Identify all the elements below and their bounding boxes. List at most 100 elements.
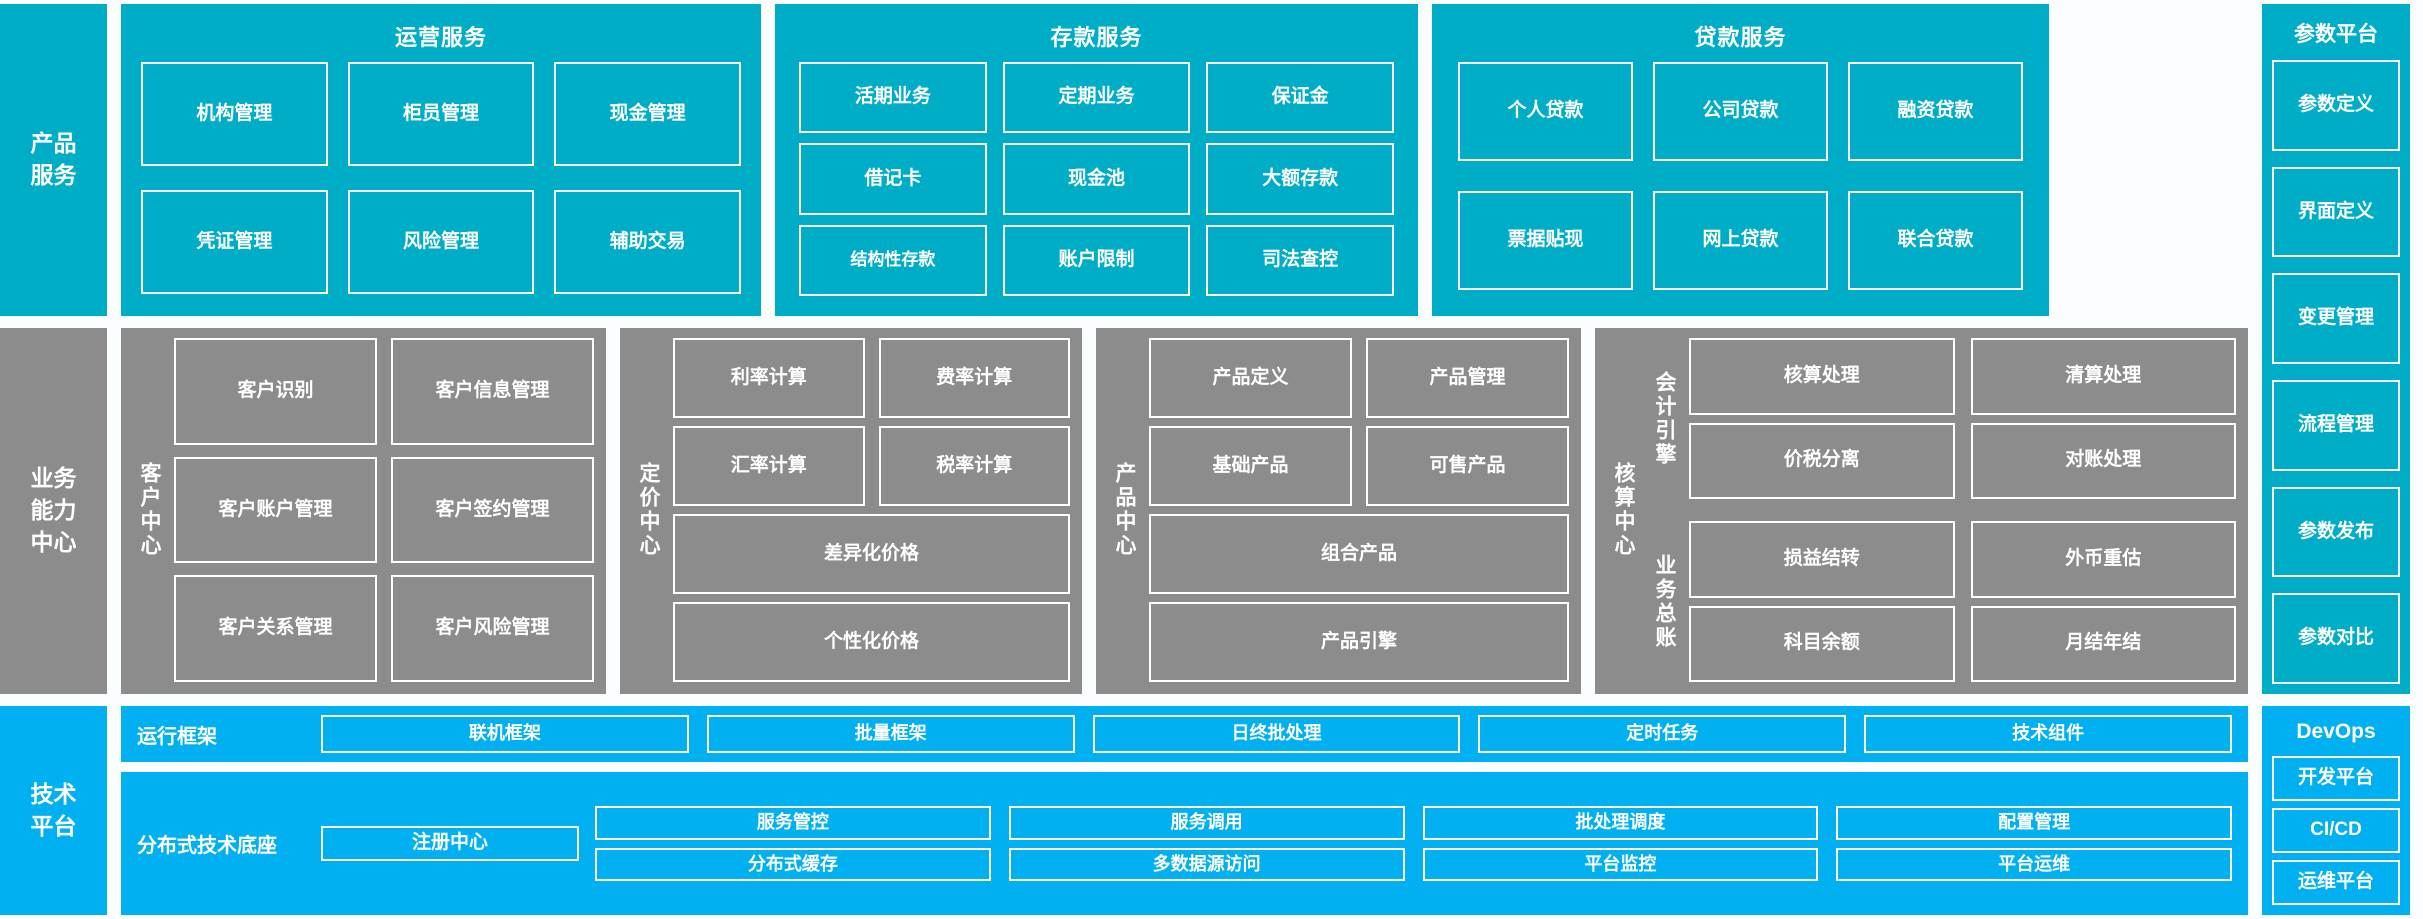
service-box-zhanghu-xianzhi[interactable]: 账户限制 (1002, 224, 1191, 296)
service-box-fuzhu-jiaoyi[interactable]: 辅助交易 (554, 190, 741, 294)
service-box-fengxian-guanli[interactable]: 风险管理 (347, 190, 535, 294)
service-box-lianhe-daikuan[interactable]: 联合贷款 (1848, 191, 2023, 290)
service-box-sifa-chakong[interactable]: 司法查控 (1206, 224, 1394, 296)
service-box-guiyuan-guanli[interactable]: 柜员管理 (347, 62, 535, 166)
center-label-accounting: 核算中心 (1612, 462, 1635, 558)
service-box-gongsi-daikuan[interactable]: 公司贷款 (1653, 62, 1828, 161)
service-box-jiegouxing-cunkuan[interactable]: 结构性存款 (799, 224, 987, 296)
band-product-service: 产品 服务 运营服务 机构管理 柜员管理 现金管理 凭证管理 风险管理 辅助交易… (0, 4, 2248, 316)
capability-box-yuejie-nianjie[interactable]: 月结年结 (1970, 605, 2236, 682)
group-title-loan-service: 贷款服务 (1694, 25, 1787, 50)
service-box-dingqi-yewu[interactable]: 定期业务 (1002, 62, 1191, 134)
param-box-jiemian-dingyi[interactable]: 界面定义 (2272, 166, 2400, 258)
service-box-rongzi-daikuan[interactable]: 融资贷款 (1848, 62, 2023, 161)
tech-box-fuwu-diaoyong[interactable]: 服务调用 (1008, 805, 1405, 840)
capability-box-kehu-xinxi-guanli[interactable]: 客户信息管理 (391, 338, 594, 445)
param-box-liucheng-guanli[interactable]: 流程管理 (2272, 380, 2400, 471)
capability-box-chayihua-jiage[interactable]: 差异化价格 (673, 514, 1070, 594)
customer-center-grid: 客户识别 客户信息管理 客户账户管理 客户签约管理 客户关系管理 客户风险管理 (174, 338, 594, 682)
param-box-canshu-dingyi[interactable]: 参数定义 (2272, 60, 2400, 151)
center-accounting-body: 核算中心 会计引擎 核算处理 清算处理 价税分离 对账处理 (1607, 338, 2236, 682)
service-box-jijika[interactable]: 借记卡 (799, 143, 987, 215)
capability-box-feilv-jisuan[interactable]: 费率计算 (878, 338, 1070, 418)
service-box-xianjinchi[interactable]: 现金池 (1002, 143, 1191, 215)
rail-parameter-platform: 参数平台 参数定义 界面定义 变更管理 流程管理 参数发布 参数对比 (2262, 4, 2410, 694)
capability-box-kehu-qianyue-guanli[interactable]: 客户签约管理 (391, 456, 594, 564)
service-box-xianjin-guanli[interactable]: 现金管理 (554, 62, 741, 166)
capability-box-jiashui-fenli[interactable]: 价税分离 (1689, 422, 1955, 499)
capability-box-chanpin-guanli[interactable]: 产品管理 (1366, 338, 1569, 418)
capability-box-huilv-jisuan[interactable]: 汇率计算 (673, 426, 865, 506)
layer-label-technical-platform: 技术 平台 (0, 706, 107, 915)
capability-box-kehu-guanxi-guanli[interactable]: 客户关系管理 (174, 575, 377, 682)
center-accounting: 核算中心 会计引擎 核算处理 清算处理 价税分离 对账处理 (1595, 328, 2248, 694)
service-box-piaoju-tiexian[interactable]: 票据贴现 (1458, 191, 1633, 290)
capability-box-qingsuan-chuli[interactable]: 清算处理 (1970, 338, 2236, 415)
row-caption-distributed-base: 分布式技术底座 (137, 835, 277, 857)
center-pricing-body: 定价中心 利率计算 费率计算 汇率计算 税率计算 差异化价格 个性化价格 (632, 338, 1070, 682)
operation-service-grid: 机构管理 柜员管理 现金管理 凭证管理 风险管理 辅助交易 (133, 62, 749, 304)
subgroup-accounting-engine: 会计引擎 核算处理 清算处理 价税分离 对账处理 (1648, 338, 2236, 499)
tech-box-fenbushi-huancun[interactable]: 分布式缓存 (595, 847, 991, 882)
runtime-framework-cells: 联机框架 批量框架 日终批处理 定时任务 技术组件 (321, 715, 2232, 753)
capability-box-chanpin-dingyi[interactable]: 产品定义 (1149, 338, 1352, 418)
capability-box-kehu-fengxian-guanli[interactable]: 客户风险管理 (391, 575, 594, 682)
param-box-canshu-duibi[interactable]: 参数对比 (2272, 593, 2400, 685)
center-product-body: 产品中心 产品定义 产品管理 基础产品 可售产品 组合产品 产品引擎 (1108, 338, 1569, 682)
distributed-base-grid: 服务管控 服务调用 批处理调度 配置管理 分布式缓存 多数据源访问 平台监控 平… (595, 805, 2232, 882)
center-label-customer: 客户中心 (138, 462, 161, 558)
capability-box-jichu-chanpin[interactable]: 基础产品 (1149, 426, 1352, 506)
capability-box-kehu-shibie[interactable]: 客户识别 (174, 338, 377, 445)
tech-box-duoshujuyuan-fangwen[interactable]: 多数据源访问 (1008, 847, 1405, 882)
capability-box-shuilv-jisuan[interactable]: 税率计算 (878, 426, 1070, 506)
group-title-deposit-service: 存款服务 (1050, 25, 1143, 50)
capability-box-keshou-chanpin[interactable]: 可售产品 (1366, 426, 1569, 506)
center-label-product: 产品中心 (1113, 462, 1136, 558)
tech-box-dingshi-renwu[interactable]: 定时任务 (1478, 715, 1847, 753)
service-box-huoqi-yewu[interactable]: 活期业务 (799, 62, 987, 134)
tech-box-fuwu-guankong[interactable]: 服务管控 (595, 805, 991, 840)
service-box-geren-daikuan[interactable]: 个人贷款 (1458, 62, 1633, 161)
tech-box-pingtai-jiankong[interactable]: 平台监控 (1422, 847, 1819, 882)
capability-box-waibi-zhonggu[interactable]: 外币重估 (1970, 521, 2236, 598)
row-runtime-framework: 运行框架 联机框架 批量框架 日终批处理 定时任务 技术组件 (121, 706, 2248, 762)
tech-box-piliang-kuangjia[interactable]: 批量框架 (706, 715, 1075, 753)
layer-label-business-capability: 业务 能力 中心 (0, 328, 107, 694)
capability-box-duizhang-chuli[interactable]: 对账处理 (1970, 422, 2236, 499)
capability-box-lilv-jisuan[interactable]: 利率计算 (673, 338, 865, 418)
center-customer: 客户中心 客户识别 客户信息管理 客户账户管理 客户签约管理 客户关系管理 客户… (121, 328, 606, 694)
devops-box-cicd[interactable]: CI/CD (2272, 808, 2400, 853)
capability-box-chanpin-yinqing[interactable]: 产品引擎 (1149, 602, 1569, 682)
service-box-pingzheng-guanli[interactable]: 凭证管理 (141, 190, 328, 294)
group-operation-service: 运营服务 机构管理 柜员管理 现金管理 凭证管理 风险管理 辅助交易 (121, 4, 761, 316)
capability-box-zuhe-chanpin[interactable]: 组合产品 (1149, 514, 1569, 594)
band-technical-platform: 技术 平台 运行框架 联机框架 批量框架 日终批处理 定时任务 技术组件 分布式… (0, 706, 2248, 915)
capability-box-kehu-zhanghu-guanli[interactable]: 客户账户管理 (174, 456, 377, 564)
service-box-wangshang-daikuan[interactable]: 网上贷款 (1653, 191, 1828, 290)
devops-box-yunwei-pingtai[interactable]: 运维平台 (2272, 860, 2400, 905)
center-customer-body: 客户中心 客户识别 客户信息管理 客户账户管理 客户签约管理 客户关系管理 客户… (133, 338, 594, 682)
capability-box-kemu-yue[interactable]: 科目余额 (1689, 605, 1955, 682)
devops-box-kaifa-pingtai[interactable]: 开发平台 (2272, 756, 2400, 801)
capability-box-sunyi-jiezhuan[interactable]: 损益结转 (1689, 521, 1955, 598)
group-loan-service: 贷款服务 个人贷款 公司贷款 融资贷款 票据贴现 网上贷款 联合贷款 (1432, 4, 2049, 316)
tech-box-pichuli-diaodu[interactable]: 批处理调度 (1422, 805, 1819, 840)
service-box-baozhengjin[interactable]: 保证金 (1206, 62, 1394, 134)
tech-box-pingtai-yunwei[interactable]: 平台运维 (1836, 847, 2232, 882)
devops-items: 开发平台 CI/CD 运维平台 (2272, 756, 2400, 905)
product-service-groups: 运营服务 机构管理 柜员管理 现金管理 凭证管理 风险管理 辅助交易 存款服务 … (121, 4, 2248, 316)
service-box-jigou-guanli[interactable]: 机构管理 (141, 62, 328, 166)
param-box-canshu-fabu[interactable]: 参数发布 (2272, 486, 2400, 578)
capability-box-gexinghua-jiage[interactable]: 个性化价格 (673, 602, 1070, 682)
param-box-biangeng-guanli[interactable]: 变更管理 (2272, 273, 2400, 365)
tech-box-rizhong-pichuli[interactable]: 日终批处理 (1092, 715, 1461, 753)
subgroup-label-accounting-engine: 会计引擎 (1653, 370, 1676, 467)
group-deposit-service: 存款服务 活期业务 定期业务 保证金 借记卡 现金池 大额存款 结构性存款 账户… (775, 4, 1418, 316)
tech-box-lianji-kuangjia[interactable]: 联机框架 (321, 715, 689, 753)
general-ledger-grid: 损益结转 外币重估 科目余额 月结年结 (1689, 521, 2236, 682)
tech-box-jishu-zujian[interactable]: 技术组件 (1864, 715, 2232, 753)
tech-box-zhuce-zhongxin[interactable]: 注册中心 (321, 826, 579, 861)
service-box-dae-cunkuan[interactable]: 大额存款 (1206, 143, 1394, 215)
tech-box-peizhi-guanli[interactable]: 配置管理 (1836, 805, 2232, 840)
capability-box-hesuan-chuli[interactable]: 核算处理 (1689, 338, 1955, 415)
